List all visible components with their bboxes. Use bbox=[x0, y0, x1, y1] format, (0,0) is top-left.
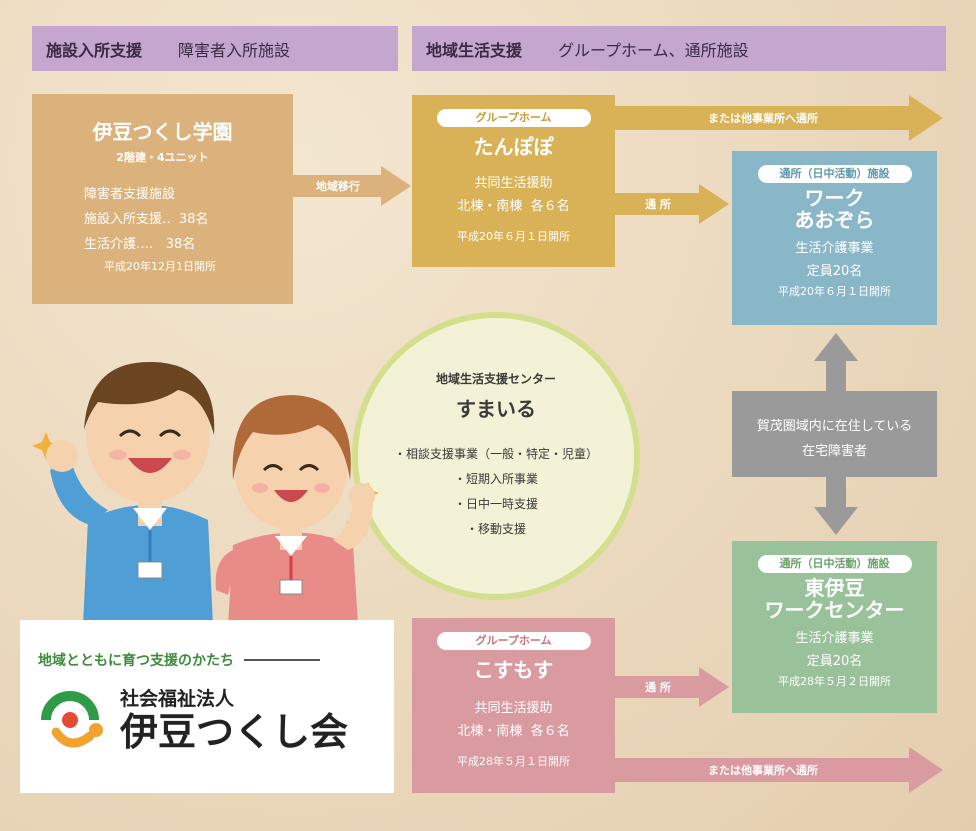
tanpopo-title: たんぽぽ bbox=[473, 135, 554, 159]
tanpopo-opened: 平成20年６月１日開所 bbox=[457, 230, 570, 243]
center-service-item: ・日中一時支援 bbox=[453, 497, 538, 511]
org-type: 社会福祉法人 bbox=[120, 688, 235, 710]
logo-panel: 地域とともに育つ支援のかたち 社会福祉法人 伊豆つくし会 bbox=[20, 620, 394, 793]
arrow-commute-2: 通 所 bbox=[615, 667, 729, 707]
izu-gakuen-subtitle: 2階建・4ユニット bbox=[116, 151, 209, 164]
higashi-izu-label: 通所（日中活動）施設 bbox=[757, 555, 912, 573]
center-name: すまいる bbox=[456, 397, 536, 421]
izu-gakuen-box: 伊豆つくし学園 2階建・4ユニット 障害者支援施設 施設入所支援‥ 38名 生活… bbox=[32, 94, 293, 304]
header-community-support: 地域生活支援 グループホーム、通所施設 bbox=[412, 26, 946, 71]
arrow-label: 通 所 bbox=[615, 193, 701, 215]
izu-gakuen-opened: 平成20年12月1日開所 bbox=[104, 260, 216, 273]
center-heading: 地域生活支援センター bbox=[435, 372, 556, 386]
work-aozora-box: 通所（日中活動）施設 ワーク あおぞら 生活介護事業 定員20名 平成20年６月… bbox=[732, 151, 937, 325]
center-service-item: ・相談支援事業（一般・特定・児童） bbox=[393, 447, 598, 461]
arrow-label: 通 所 bbox=[615, 676, 701, 698]
work-aozora-title2: あおぞら bbox=[794, 208, 875, 232]
izu-gakuen-line: 施設入所支援‥ 38名 bbox=[84, 212, 209, 227]
arrow-label: または他事業所へ通所 bbox=[615, 758, 911, 782]
izu-gakuen-title: 伊豆つくし学園 bbox=[92, 120, 233, 144]
tagline-rule bbox=[244, 659, 320, 661]
header-right-subtitle: グループホーム、通所施設 bbox=[558, 40, 749, 60]
organization-logo-icon bbox=[41, 690, 103, 747]
work-aozora-title1: ワーク bbox=[804, 186, 865, 210]
staff-illustration bbox=[32, 361, 379, 625]
kosumosu-opened: 平成28年５月１日開所 bbox=[457, 755, 570, 768]
higashi-izu-title1: 東伊豆 bbox=[804, 576, 865, 600]
izu-gakuen-line: 障害者支援施設 bbox=[84, 187, 176, 202]
header-facility-admission: 施設入所支援 障害者入所施設 bbox=[32, 26, 398, 71]
tanpopo-line1: 共同生活援助 bbox=[474, 176, 553, 191]
higashi-izu-title2: ワークセンター bbox=[764, 598, 905, 622]
arrow-head-icon bbox=[699, 184, 729, 224]
arrow-other-facility-2: または他事業所へ通所 bbox=[615, 747, 943, 793]
header-right-title: 地域生活支援 bbox=[426, 40, 523, 60]
logo-tagline: 地域とともに育つ支援のかたち bbox=[38, 653, 234, 669]
arrow-commute-1: 通 所 bbox=[615, 184, 729, 224]
tanpopo-box: グループホーム たんぽぽ 共同生活援助 北棟・南棟 各６名 平成20年６月１日開… bbox=[412, 95, 615, 267]
arrow-label: または他事業所へ通所 bbox=[615, 106, 911, 130]
up-arrow-icon bbox=[814, 333, 858, 391]
work-aozora-line2: 定員20名 bbox=[806, 264, 863, 279]
residents-line1: 賀茂圏域内に在住している bbox=[756, 419, 913, 434]
izu-gakuen-line: 生活介護‥‥ 38名 bbox=[84, 237, 196, 252]
kosumosu-box: グループホーム こすもす 共同生活援助 北棟・南棟 各６名 平成28年５月１日開… bbox=[412, 618, 615, 793]
arrow-head-icon bbox=[699, 667, 729, 707]
work-aozora-label: 通所（日中活動）施設 bbox=[757, 165, 912, 183]
center-service-item: ・移動支援 bbox=[465, 522, 526, 536]
kosumosu-line1: 共同生活援助 bbox=[474, 701, 553, 716]
higashi-izu-opened: 平成28年５月２日開所 bbox=[778, 675, 891, 688]
arrow-other-facility-1: または他事業所へ通所 bbox=[615, 95, 943, 141]
support-center-circle: 地域生活支援センター すまいる ・相談支援事業（一般・特定・児童） ・短期入所事… bbox=[352, 312, 640, 600]
arrow-head-icon bbox=[909, 747, 943, 793]
work-aozora-opened: 平成20年６月１日開所 bbox=[778, 285, 891, 298]
higashi-izu-line2: 定員20名 bbox=[806, 654, 863, 669]
higashi-izu-box: 通所（日中活動）施設 東伊豆 ワークセンター 生活介護事業 定員20名 平成28… bbox=[732, 541, 937, 713]
tanpopo-label: グループホーム bbox=[436, 109, 591, 127]
work-aozora-line1: 生活介護事業 bbox=[795, 241, 874, 256]
down-arrow-icon bbox=[814, 477, 858, 535]
org-name: 伊豆つくし会 bbox=[120, 710, 349, 754]
residents-line2: 在宅障害者 bbox=[801, 444, 867, 459]
kosumosu-title: こすもす bbox=[473, 658, 554, 682]
arrow-head-icon bbox=[909, 95, 943, 141]
higashi-izu-line1: 生活介護事業 bbox=[795, 631, 874, 646]
residents-box: 賀茂圏域内に在住している 在宅障害者 bbox=[732, 391, 937, 477]
arrow-label: 地域移行 bbox=[293, 175, 383, 197]
arrow-community-transition: 地域移行 bbox=[293, 166, 411, 206]
center-service-item: ・短期入所事業 bbox=[453, 472, 538, 486]
kosumosu-label: グループホーム bbox=[436, 632, 591, 650]
header-left-subtitle: 障害者入所施設 bbox=[178, 40, 291, 60]
arrow-head-icon bbox=[381, 166, 411, 206]
kosumosu-line2: 北棟・南棟 各６名 bbox=[457, 724, 570, 739]
header-left-title: 施設入所支援 bbox=[46, 40, 143, 60]
tanpopo-line2: 北棟・南棟 各６名 bbox=[457, 199, 570, 214]
